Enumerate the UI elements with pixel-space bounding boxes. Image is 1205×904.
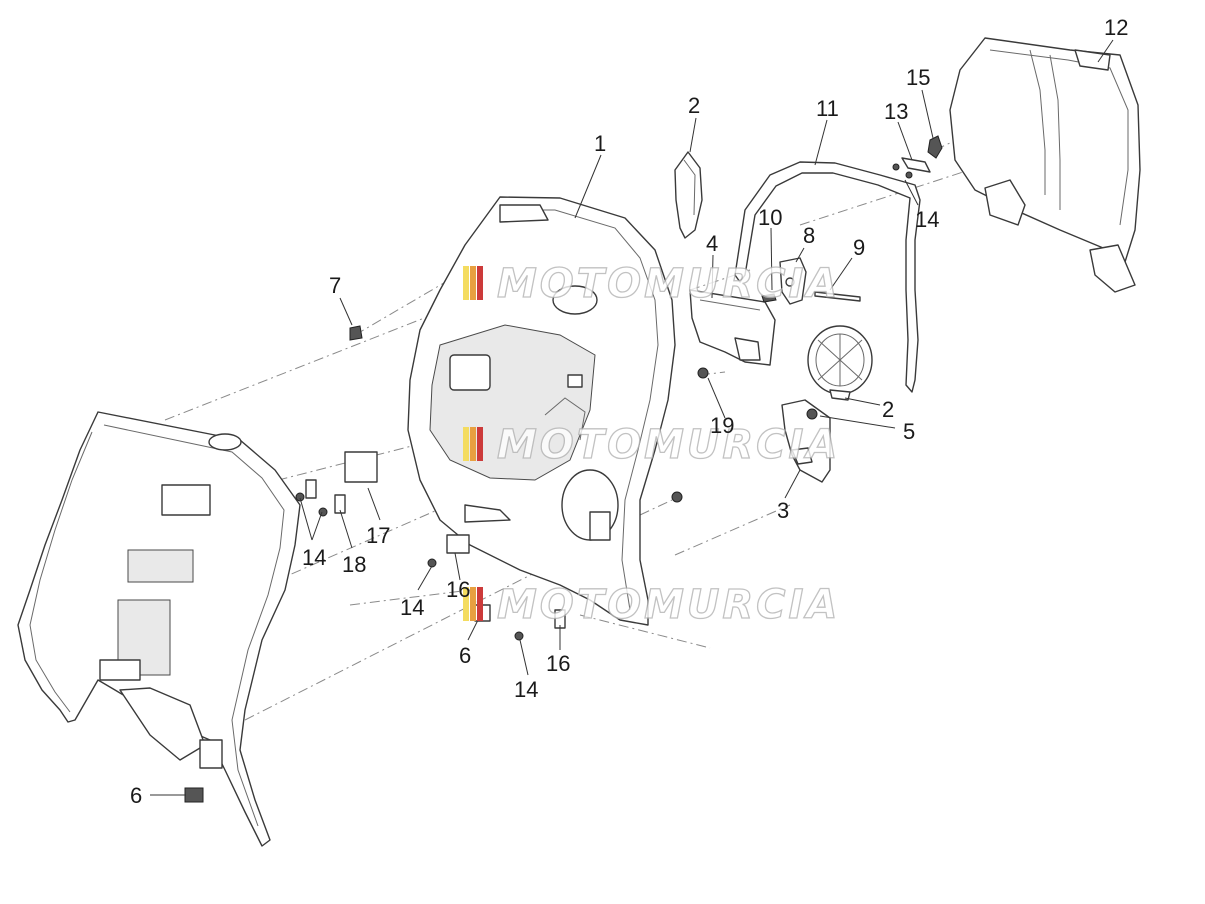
watermark-top: MOTOMURCIA — [463, 260, 840, 308]
callout-9: 9 — [853, 235, 865, 260]
callout-14: 14 — [400, 595, 424, 620]
watermark-text: MOTOMURCIA — [497, 422, 840, 468]
watermark-text: MOTOMURCIA — [497, 582, 840, 628]
watermark-bottom: MOTOMURCIA — [463, 581, 840, 629]
leader-lines — [150, 39, 1114, 796]
callout-16: 16 — [446, 577, 470, 602]
callout-labels: 1 2 2 3 4 5 6 6 7 8 9 10 11 12 13 14 14 … — [130, 15, 1128, 808]
callout-13: 13 — [884, 99, 908, 124]
cover-lens-part — [674, 151, 703, 239]
small-lid-part — [781, 399, 831, 483]
callout-14: 14 — [915, 207, 939, 232]
callout-18: 18 — [342, 552, 366, 577]
callout-17: 17 — [366, 523, 390, 548]
leg-shield-part — [407, 196, 676, 626]
rear-panel-part — [949, 37, 1141, 293]
watermark-text: MOTOMURCIA — [497, 261, 840, 307]
front-frame-part — [17, 411, 301, 847]
callout-11: 11 — [816, 96, 839, 121]
round-vent-part — [807, 325, 873, 401]
latch-parts — [761, 257, 861, 305]
callout-2: 2 — [688, 93, 700, 118]
callout-8: 8 — [803, 223, 815, 248]
callout-7: 7 — [329, 273, 341, 298]
callout-1: 1 — [594, 131, 606, 156]
edge-trim-part — [734, 161, 921, 393]
callout-10: 10 — [758, 205, 782, 230]
callout-6: 6 — [459, 643, 471, 668]
watermark-middle: MOTOMURCIA — [463, 421, 840, 469]
callout-19: 19 — [710, 413, 734, 438]
bracket-parts — [901, 135, 943, 173]
callout-5: 5 — [903, 419, 915, 444]
callout-4: 4 — [706, 231, 718, 256]
fasteners — [184, 163, 913, 803]
callout-2: 2 — [882, 397, 894, 422]
callout-6: 6 — [130, 783, 142, 808]
callout-16: 16 — [546, 651, 570, 676]
callout-14: 14 — [302, 545, 326, 570]
callout-12: 12 — [1104, 15, 1128, 40]
callout-3: 3 — [777, 498, 789, 523]
watermarks: MOTOMURCIA MOTOMURCIA MOTOMURCIA — [463, 260, 840, 629]
callout-15: 15 — [906, 65, 930, 90]
callout-14: 14 — [514, 677, 538, 702]
glovebox-lid-part — [689, 289, 776, 366]
